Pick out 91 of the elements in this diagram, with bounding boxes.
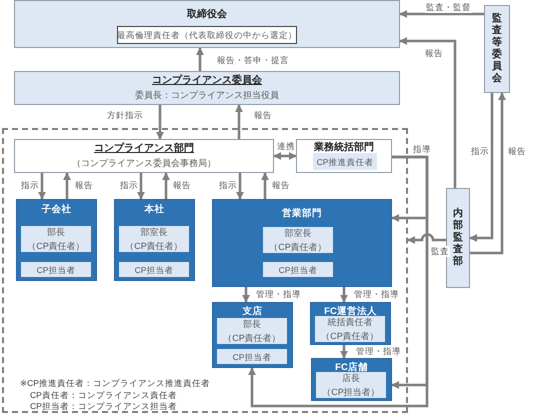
department-box — [296, 139, 392, 173]
box-title: FC運営法人 — [323, 306, 378, 318]
role-box: CP担当者 — [21, 262, 91, 277]
arrow — [248, 156, 428, 408]
edge-label: 方針指示 — [106, 110, 144, 121]
unit-box — [16, 199, 97, 281]
arrow — [469, 93, 494, 242]
arrow — [196, 47, 204, 71]
edge-label: 連携 — [276, 141, 296, 152]
footnote-line: CP責任者：コンプライアンス責任者 — [30, 390, 177, 401]
edge-label: 監査・監督 — [425, 2, 472, 13]
arrow — [63, 172, 71, 199]
box-subtitle: （CP責任者） — [223, 332, 281, 344]
box-subtitle: （コンプライアンス委員会事務局） — [72, 157, 216, 169]
edge-label: 指導 — [412, 144, 432, 155]
box-title: 部室長 — [140, 226, 168, 238]
arrow — [137, 173, 145, 200]
box-title: 子会社 — [40, 204, 72, 216]
edge-label: 指示 — [20, 180, 40, 191]
box-title: 店長 — [342, 372, 360, 384]
org-box — [446, 188, 470, 288]
box-title: 業務統括部門 — [313, 142, 375, 154]
unit-box — [311, 358, 392, 401]
box-title: コンプライアンス部門 — [94, 143, 194, 155]
arrow — [38, 173, 46, 200]
arrow — [242, 287, 250, 303]
box-title: 統括責任者 — [328, 316, 372, 328]
org-box — [14, 0, 400, 48]
edge-label: 管理・指導 — [353, 289, 400, 300]
box-title: 取締役会 — [186, 9, 228, 21]
footnote-line: CP担当者：コンプライアンス担当者 — [30, 401, 177, 412]
edge-label: 報告 — [74, 180, 94, 191]
edge-label: 管理・指導 — [355, 346, 402, 357]
role-box: CP担当者 — [217, 349, 287, 364]
edge-label: 指示 — [218, 180, 238, 191]
box-title: 支店 — [242, 306, 264, 318]
edge-label: 指示 — [119, 180, 139, 191]
unit-box — [212, 302, 293, 368]
role-box — [263, 227, 333, 253]
edge-label: 報告 — [424, 48, 444, 59]
role-box — [315, 316, 385, 342]
edge-label: 報告 — [172, 180, 192, 191]
edge-label: 報告 — [253, 110, 273, 121]
arrow — [235, 104, 243, 139]
dashed-boundary — [2, 128, 408, 413]
box-title: 監査等委員会 — [492, 13, 502, 85]
box-title: 内部監査部 — [452, 208, 464, 268]
role-box: CP担当者 — [119, 262, 189, 277]
edge-label: 報告・答申・提言 — [216, 55, 290, 66]
edge-label: 指示 — [470, 146, 490, 157]
role-box: CP推進責任者 — [313, 153, 377, 170]
box-subtitle: （CP責任者） — [269, 241, 327, 253]
unit-box — [310, 302, 391, 345]
box-subtitle: （CP担当者） — [322, 386, 380, 398]
box-title: FC店舗 — [334, 362, 369, 374]
role-box — [316, 372, 386, 398]
department-box — [14, 139, 274, 173]
arrow — [340, 345, 348, 359]
edge-label: 管理・指導 — [255, 289, 302, 300]
role-box — [217, 318, 287, 344]
box-title: 部長 — [47, 226, 65, 238]
box-title: 営業部門 — [281, 208, 323, 220]
org-box — [14, 71, 400, 105]
box-title: コンプライアンス委員会 — [152, 75, 262, 87]
arrow — [399, 10, 484, 18]
arrow — [407, 233, 446, 244]
box-title: 本社 — [143, 204, 166, 216]
arrow — [340, 287, 348, 303]
box-title: 部室長 — [284, 227, 312, 239]
unit-box — [114, 199, 195, 281]
double-arrow — [273, 152, 297, 160]
arrow — [261, 172, 269, 199]
box-subtitle: （CP責任者） — [27, 240, 85, 252]
edge-label: 報告 — [507, 146, 527, 157]
box-title: 部長 — [243, 318, 261, 330]
arrow — [162, 172, 170, 199]
unit-box — [212, 199, 392, 287]
edge-label: 監査 — [430, 246, 450, 257]
org-box — [484, 5, 510, 93]
arrow — [470, 92, 506, 254]
role-box — [21, 226, 91, 252]
role-box: CP担当者 — [263, 262, 333, 277]
role-box — [119, 226, 189, 252]
box-subtitle: 委員長：コンプライアンス担当役員 — [135, 89, 279, 101]
arrow — [236, 173, 244, 200]
arrow — [156, 105, 164, 140]
edge-label: 報告 — [271, 180, 291, 191]
arrow — [399, 37, 456, 188]
footnote-line: ※CP推進責任者：コンプライアンス推進責任者 — [20, 378, 210, 389]
box-subtitle: （CP責任者） — [125, 240, 183, 252]
box-subtitle: （CP責任者） — [321, 330, 379, 342]
